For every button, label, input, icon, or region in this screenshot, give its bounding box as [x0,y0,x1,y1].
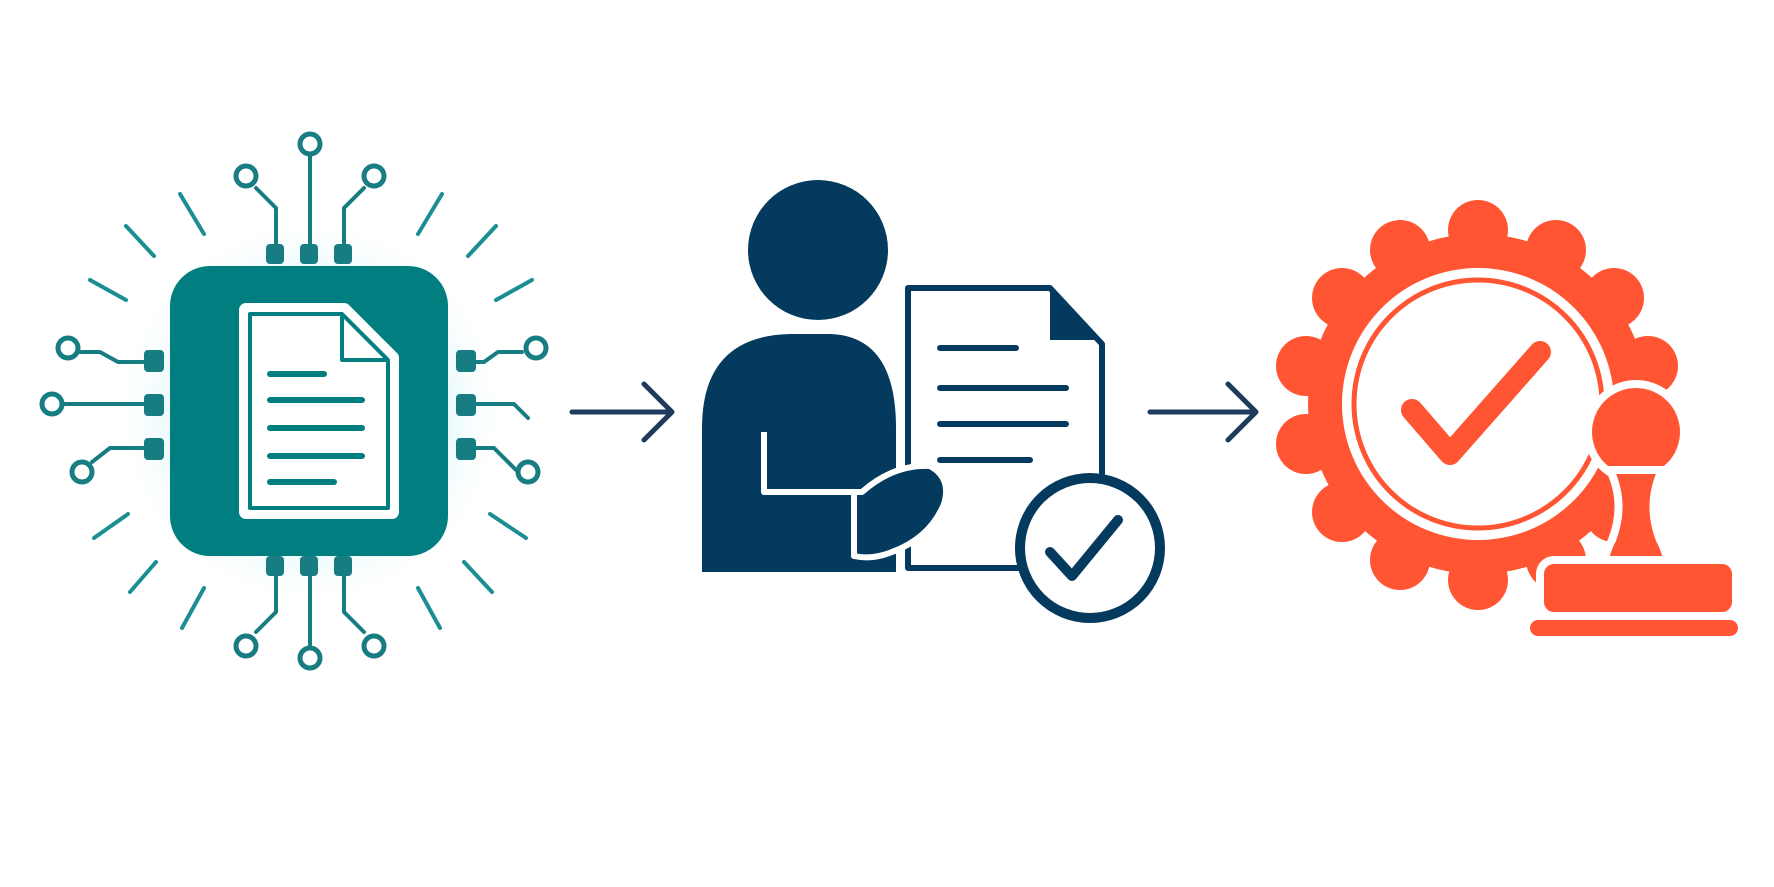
person-head [748,180,888,320]
arrow-right-icon [1147,381,1259,443]
seal-check-icon [1401,341,1551,465]
rubber-stamp-icon [1530,380,1740,636]
approval-seal-stamp-icon [1276,200,1740,636]
circuit-terminals [39,131,549,671]
chip-pins [144,244,476,576]
ai-chip-document-icon [39,131,549,671]
person-arm [761,432,950,561]
person-document-check-icon [702,180,1165,623]
document-icon [239,303,399,519]
circuit-traces [56,150,530,652]
arrow-right-icon [569,381,675,443]
radiating-lines [88,192,534,630]
person-body [702,334,896,572]
